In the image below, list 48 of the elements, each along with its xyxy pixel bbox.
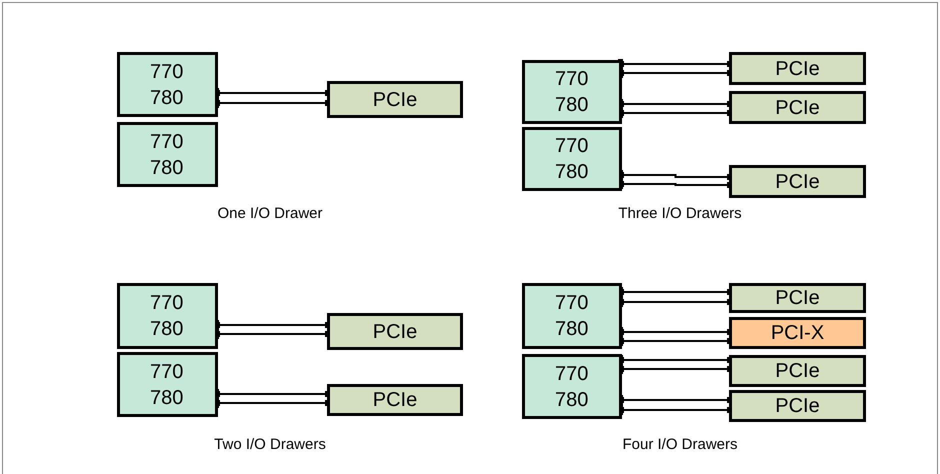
box-label: 770: [150, 360, 184, 384]
box-label: 770: [555, 134, 588, 159]
caption: Two I/O Drawers: [214, 435, 326, 455]
adapter-box: [327, 384, 463, 416]
adapter-box: [729, 355, 866, 387]
box-label: PCIe: [775, 394, 820, 419]
drawer-box: [522, 354, 622, 419]
box-label: 780: [555, 93, 588, 118]
box-label: 770: [150, 291, 184, 316]
box-label: PCIe: [372, 88, 418, 112]
box-label: 780: [555, 388, 588, 412]
caption: One I/O Drawer: [217, 204, 323, 224]
box-label: 770: [555, 362, 588, 386]
box-label: PCIe: [775, 359, 820, 384]
drawer-box: [522, 127, 622, 191]
box-label: 780: [555, 160, 588, 185]
drawer-box: [117, 352, 218, 417]
box-label: 770: [555, 291, 588, 316]
box-label: 780: [150, 386, 184, 410]
drawer-box: [522, 60, 622, 124]
box-label: PCIe: [372, 320, 418, 344]
drawer-box: [522, 283, 622, 349]
box-label: PCI-X: [770, 321, 824, 346]
box-label: 780: [150, 317, 184, 342]
caption: Four I/O Drawers: [622, 435, 738, 455]
adapter-box: [729, 390, 866, 422]
box-label: 780: [150, 86, 184, 110]
drawer-box: [117, 52, 218, 117]
box-label: 780: [150, 156, 184, 180]
box-label: PCIe: [372, 388, 418, 413]
drawer-box: [117, 122, 218, 187]
box-label: PCIe: [775, 286, 820, 311]
box-label: PCIe: [775, 170, 820, 194]
drawer-box: [117, 283, 218, 349]
adapter-box: [729, 165, 866, 198]
adapter-box: [729, 317, 866, 349]
box-label: PCIe: [775, 56, 820, 82]
adapter-box: [729, 91, 866, 124]
adapter-box: [729, 283, 866, 313]
adapter-box: [729, 52, 866, 85]
box-label: 770: [150, 130, 184, 154]
caption: Three I/O Drawers: [618, 204, 742, 224]
box-label: 770: [555, 67, 588, 92]
box-label: 770: [150, 60, 184, 84]
box-label: 780: [555, 317, 588, 342]
adapter-box: [327, 313, 463, 350]
box-label: PCIe: [775, 96, 820, 120]
adapter-box: [327, 81, 463, 118]
